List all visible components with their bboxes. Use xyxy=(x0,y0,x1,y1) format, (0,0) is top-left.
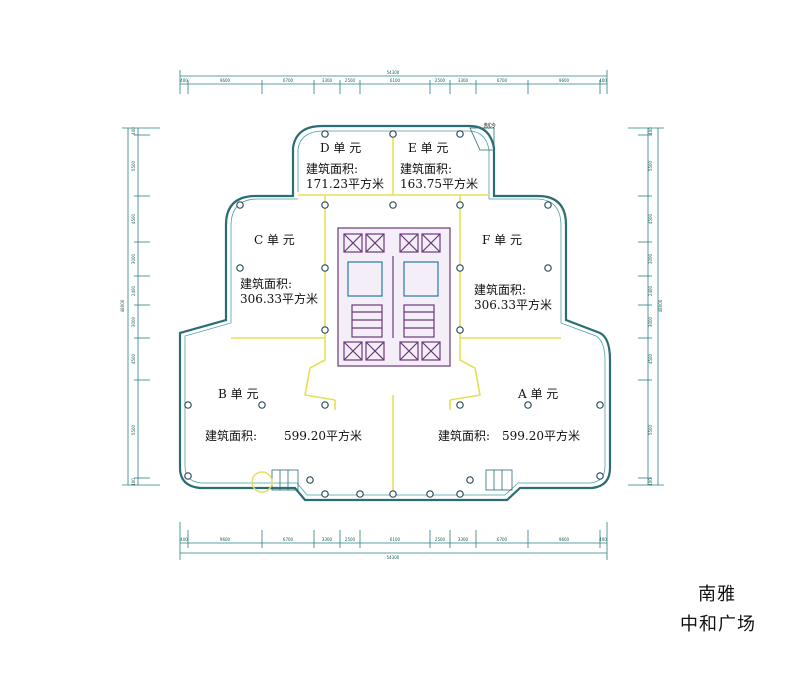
corner-note: 制冷 xyxy=(484,122,496,130)
top-dim-6: 2500 xyxy=(435,78,446,83)
unit-a-area-value: 599.20平方米 xyxy=(502,428,580,443)
top-dim-1: 9600 xyxy=(220,78,231,83)
top-dim-2: 6700 xyxy=(283,78,294,83)
unit-a-name: A 单 元 xyxy=(517,387,558,401)
partition-walls xyxy=(231,131,561,495)
bottom-segment-labels: 400 9600 6700 3300 2500 6100 2500 3300 6… xyxy=(180,537,607,542)
building-inner-wall xyxy=(184,130,606,496)
unit-a-area-label: 建筑面积: xyxy=(438,428,490,443)
bottom-dim-7: 3300 xyxy=(458,537,469,542)
unit-f-area-label: 建筑面积: xyxy=(474,282,526,297)
bottom-dim-2: 6700 xyxy=(283,537,294,542)
unit-b-name: B 单 元 xyxy=(218,387,258,401)
left-dim-7: 5500 xyxy=(131,424,136,435)
top-dim-10: 400 xyxy=(599,78,607,83)
lobby-circle-marker xyxy=(251,471,273,493)
left-dim-0: 400 xyxy=(131,127,136,135)
top-total-dimension: 54300 xyxy=(387,70,400,75)
bottom-dim-9: 9600 xyxy=(559,537,570,542)
project-title-line1: 南雅 xyxy=(698,584,736,605)
right-dim-7: 5500 xyxy=(648,424,653,435)
right-dimension-lines xyxy=(628,127,664,486)
left-dimension-lines xyxy=(122,127,160,486)
bottom-dim-10: 400 xyxy=(599,537,607,542)
bottom-dim-0: 400 xyxy=(180,537,188,542)
left-dim-3: 3000 xyxy=(131,253,136,264)
corner-stairs xyxy=(271,469,513,491)
top-dim-7: 3300 xyxy=(458,78,469,83)
bottom-dim-1: 9600 xyxy=(220,537,231,542)
bottom-total-dimension: 54300 xyxy=(387,555,400,560)
unit-d-area-label: 建筑面积: xyxy=(306,161,358,176)
top-dim-9: 9600 xyxy=(559,78,570,83)
unit-b-area-value: 599.20平方米 xyxy=(284,428,362,443)
bottom-dim-5: 6100 xyxy=(390,537,401,542)
top-dim-3: 3300 xyxy=(322,78,333,83)
corner-lobby-stair xyxy=(469,127,495,151)
unit-e-name: E 单 元 xyxy=(408,141,448,155)
bottom-dim-3: 3300 xyxy=(322,537,333,542)
top-segment-labels: 400 9600 6700 3300 2500 6100 2500 3300 6… xyxy=(180,78,607,83)
unit-e-area-label: 建筑面积: xyxy=(400,161,452,176)
structural-columns xyxy=(184,130,604,498)
unit-c-area-label: 建筑面积: xyxy=(240,276,292,291)
unit-e-area-value: 163.75平方米 xyxy=(400,176,478,191)
building-core xyxy=(337,227,451,367)
left-dim-1: 5500 xyxy=(131,160,136,171)
left-dim-4: 2400 xyxy=(131,285,136,296)
top-dim-4: 2500 xyxy=(345,78,356,83)
right-total-dimension: 48000 xyxy=(658,299,663,312)
bottom-dim-6: 2500 xyxy=(435,537,446,542)
left-segment-labels: 400 5500 4500 3000 2400 3000 4500 5500 4… xyxy=(131,127,136,486)
unit-d-name: D 单 元 xyxy=(320,141,361,155)
left-dim-6: 4500 xyxy=(131,353,136,364)
top-dim-8: 6700 xyxy=(497,78,508,83)
top-dimension-lines xyxy=(179,70,608,94)
right-dim-1: 5500 xyxy=(648,160,653,171)
left-total-dimension: 48000 xyxy=(120,299,125,312)
bottom-dimension-lines xyxy=(179,522,608,560)
top-dim-5: 6100 xyxy=(390,78,401,83)
left-dim-8: 400 xyxy=(131,478,136,486)
unit-c-area-value: 306.33平方米 xyxy=(240,291,318,306)
building-outer-wall xyxy=(178,124,612,502)
bottom-dim-8: 6700 xyxy=(497,537,508,542)
unit-b-area-label: 建筑面积: xyxy=(205,428,257,443)
project-title-line2: 中和广场 xyxy=(680,614,756,635)
right-dim-3: 3000 xyxy=(648,253,653,264)
unit-labels: D 单 元 建筑面积: 171.23平方米 E 单 元 建筑面积: 163.75… xyxy=(205,141,580,443)
unit-c-name: C 单 元 xyxy=(254,233,295,247)
top-dim-0: 400 xyxy=(180,78,188,83)
right-dim-5: 3000 xyxy=(648,316,653,327)
unit-f-name: F 单 元 xyxy=(482,233,522,247)
right-dim-0: 400 xyxy=(648,127,653,135)
right-dim-6: 4500 xyxy=(648,353,653,364)
right-dim-8: 400 xyxy=(648,478,653,486)
unit-f-area-value: 306.33平方米 xyxy=(474,297,552,312)
left-dim-5: 3000 xyxy=(131,316,136,327)
bottom-dim-4: 2500 xyxy=(345,537,356,542)
unit-d-area-value: 171.23平方米 xyxy=(306,176,384,191)
left-dim-2: 4500 xyxy=(131,213,136,224)
right-segment-labels: 400 5500 4500 3000 2400 3000 4500 5500 4… xyxy=(648,127,653,486)
right-dim-2: 4500 xyxy=(648,213,653,224)
right-dim-4: 2400 xyxy=(648,285,653,296)
